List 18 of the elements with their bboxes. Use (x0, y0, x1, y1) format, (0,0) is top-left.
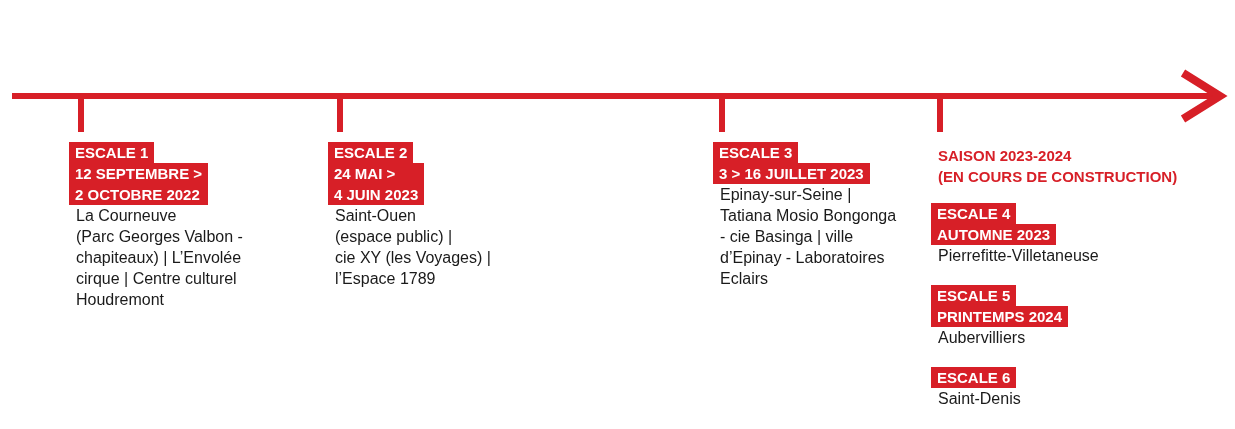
stage-heading: ESCALE 5 (931, 285, 1017, 306)
stage-heading: ESCALE 2 (328, 142, 414, 163)
date-label: 3 > 16 JUILLET 2023 (713, 163, 870, 184)
date-label: 12 SEPTEMBRE > 2 OCTOBRE 2022 (69, 163, 209, 205)
venue-text: Epinay-sur-Seine | Tatiana Mosio Bongonga - cie Basinga | ville d’Epinay - Laboratoires Eclairs (720, 185, 897, 289)
date-label: PRINTEMPS 2024 (931, 306, 1069, 327)
venue-text: Pierrefitte-Villetaneuse (938, 246, 1099, 266)
date-label: AUTOMNE 2023 (931, 224, 1057, 245)
date-label: 24 MAI > 4 JUIN 2023 (328, 163, 425, 205)
stage-heading: ESCALE 3 (713, 142, 799, 163)
stage-heading: ESCALE 6 (931, 367, 1017, 388)
venue-text: Saint-Denis (938, 389, 1021, 409)
stage-heading: ESCALE 4 (931, 203, 1017, 224)
venue-text: Aubervilliers (938, 328, 1026, 348)
season-heading: SAISON 2023-2024 (EN COURS DE CONSTRUCTION) (938, 146, 1178, 187)
stage-heading: ESCALE 1 (69, 142, 155, 163)
venue-text: La Courneuve (Parc Georges Valbon - chapiteaux) | L’Envolée cirque | Centre culturel Houdremont (76, 206, 243, 310)
venue-text: Saint-Ouen (espace public) | cie XY (les Voyages) | l’Espace 1789 (335, 206, 491, 289)
